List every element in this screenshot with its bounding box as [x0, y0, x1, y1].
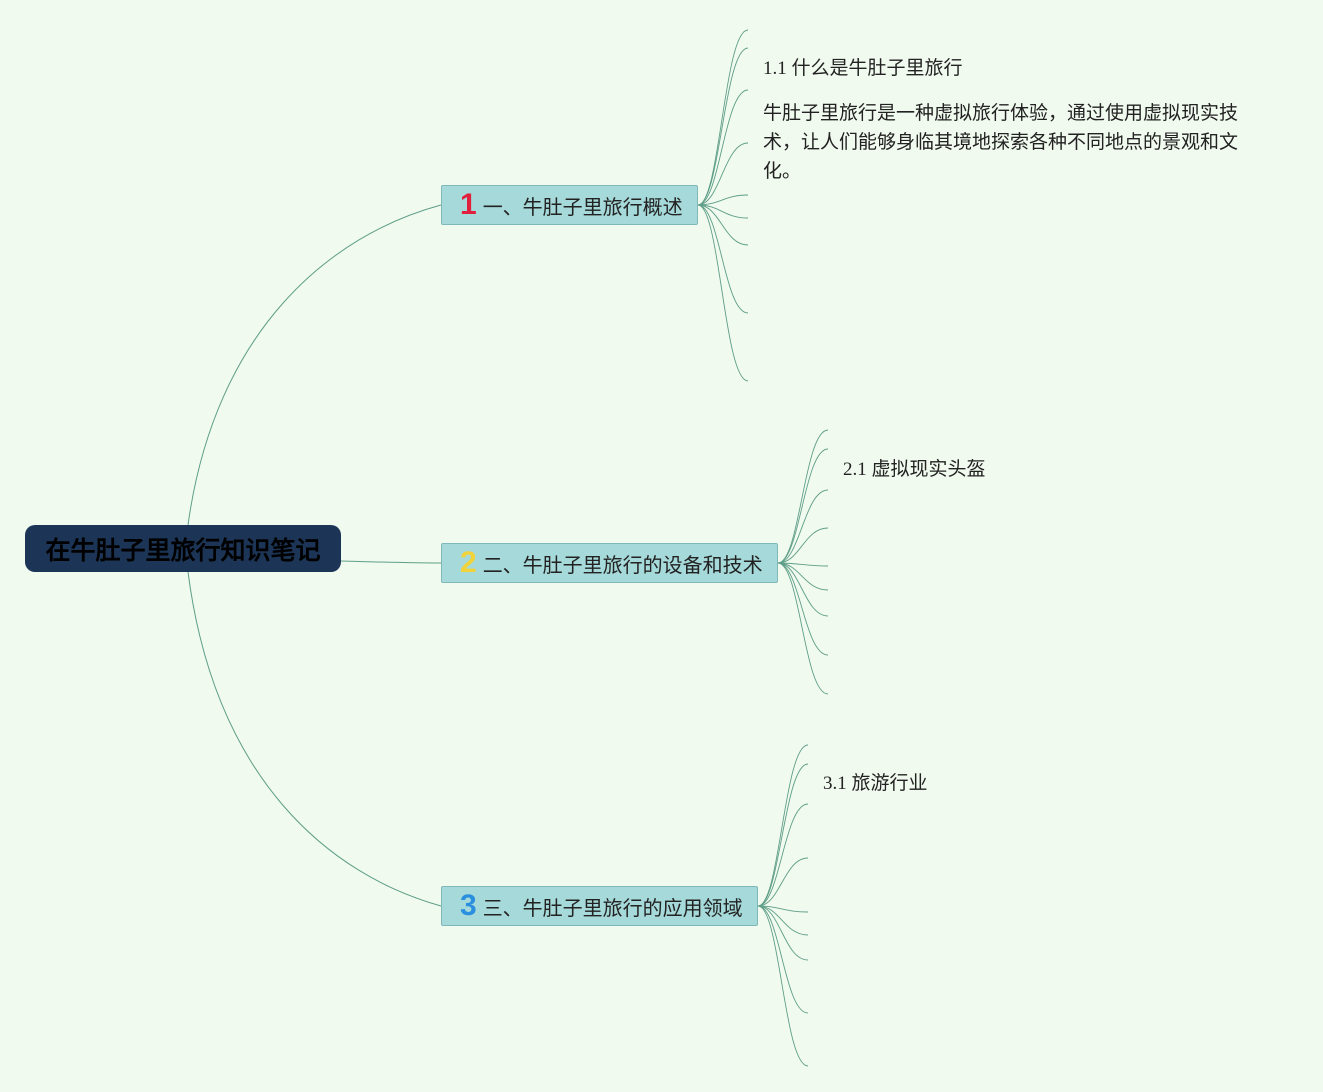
- branch-label-3: 三、牛肚子里旅行的应用领域: [482, 895, 743, 920]
- connector-branch-1-child-1: [697, 29, 749, 206]
- connector-branch-3-child-1: [757, 744, 809, 907]
- connector-branch-2-child-3: [777, 489, 829, 564]
- connector-branch-2-child-2: [777, 448, 829, 564]
- connector-branch-1-child-2: [697, 47, 749, 206]
- root-label: 在牛肚子里旅行知识笔记: [45, 535, 321, 565]
- connector-branch-2-child-4: [777, 527, 829, 564]
- branch-number-3: 3: [460, 889, 477, 922]
- connector-branch-1-child-5: [697, 194, 749, 206]
- branch-node-3[interactable]: 3 三、牛肚子里旅行的应用领域: [441, 886, 758, 926]
- connector-branch-3-child-9: [757, 905, 809, 1067]
- connector-branch-2-child-8: [777, 562, 829, 656]
- connector-branch-3-child-3: [757, 803, 809, 907]
- connector-branch-1-child-3: [697, 89, 749, 206]
- connector-branch-2-child-7: [777, 562, 829, 617]
- connector-branch-3-child-2: [757, 763, 809, 907]
- leaf-title-2-1[interactable]: 2.1 虚拟现实头盔: [843, 459, 986, 480]
- connector-root-to-branch-2: [340, 560, 442, 564]
- connector-branch-3-child-7: [757, 905, 809, 961]
- connector-branch-2-child-1: [777, 429, 829, 564]
- connector-branch-3-child-4: [757, 857, 809, 907]
- root-node[interactable]: 在牛肚子里旅行知识笔记: [25, 525, 341, 572]
- branch-number-1: 1: [460, 188, 477, 221]
- connector-branch-1-child-8: [697, 204, 749, 314]
- connector-branch-1-child-9: [697, 204, 749, 382]
- leaf-description-1-1: 牛肚子里旅行是一种虚拟旅行体验，通过使用虚拟现实技术，让人们能够身临其境地探索各…: [763, 102, 1239, 182]
- connector-branch-1-child-4: [697, 142, 749, 206]
- leaf-title-1-1[interactable]: 1.1 什么是牛肚子里旅行: [763, 58, 963, 79]
- branch-node-1[interactable]: 1 一、牛肚子里旅行概述: [441, 185, 698, 225]
- branch-label-2: 二、牛肚子里旅行的设备和技术: [482, 552, 763, 577]
- connector-root-to-branch-1: [187, 204, 442, 526]
- branch-number-2: 2: [460, 546, 477, 579]
- connector-branch-1-child-7: [697, 204, 749, 246]
- connector-root-to-branch-3: [187, 571, 442, 907]
- connector-branch-2-child-9: [777, 562, 829, 695]
- branch-node-2[interactable]: 2 二、牛肚子里旅行的设备和技术: [441, 543, 778, 583]
- leaf-title-3-1[interactable]: 3.1 旅游行业: [823, 773, 928, 794]
- branch-label-1: 一、牛肚子里旅行概述: [482, 194, 683, 219]
- connector-branch-2-child-6: [777, 562, 829, 591]
- connector-branch-3-child-8: [757, 905, 809, 1014]
